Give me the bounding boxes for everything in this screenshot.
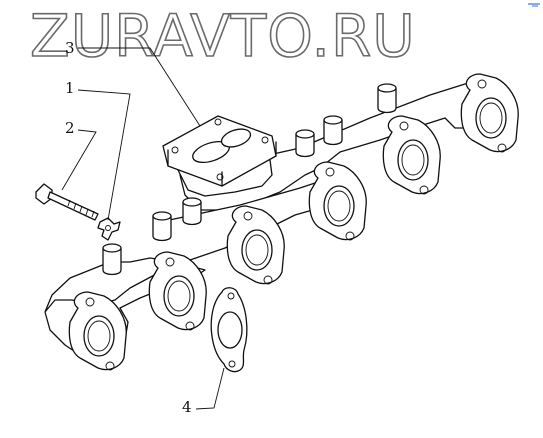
lock-washer: [97, 217, 121, 241]
watermark-text: ZURAVTO.RU: [30, 2, 416, 70]
leader-2: [61, 129, 97, 191]
manifold-bosses: [102, 83, 397, 276]
callout-4: 4: [182, 398, 192, 416]
leader-4: [195, 367, 225, 410]
callout-1: 1: [65, 79, 75, 97]
callout-2: 2: [65, 119, 75, 137]
port-flange-5: [148, 251, 207, 331]
leader-1: [77, 89, 131, 221]
port-flange-4: [226, 205, 285, 285]
callout-3: 3: [65, 39, 75, 57]
port-gasket: [210, 287, 248, 373]
turbo-flange-gasket: [162, 115, 277, 187]
port-flange-6: [68, 291, 127, 371]
corner-mark-icon: [528, 3, 540, 7]
port-flange-3: [308, 161, 367, 241]
leader-3: [78, 47, 201, 127]
manifold-bolt: [35, 183, 99, 221]
port-flange-2: [382, 115, 441, 195]
port-flange-1: [460, 73, 519, 153]
exhaust-manifold: [44, 73, 519, 371]
